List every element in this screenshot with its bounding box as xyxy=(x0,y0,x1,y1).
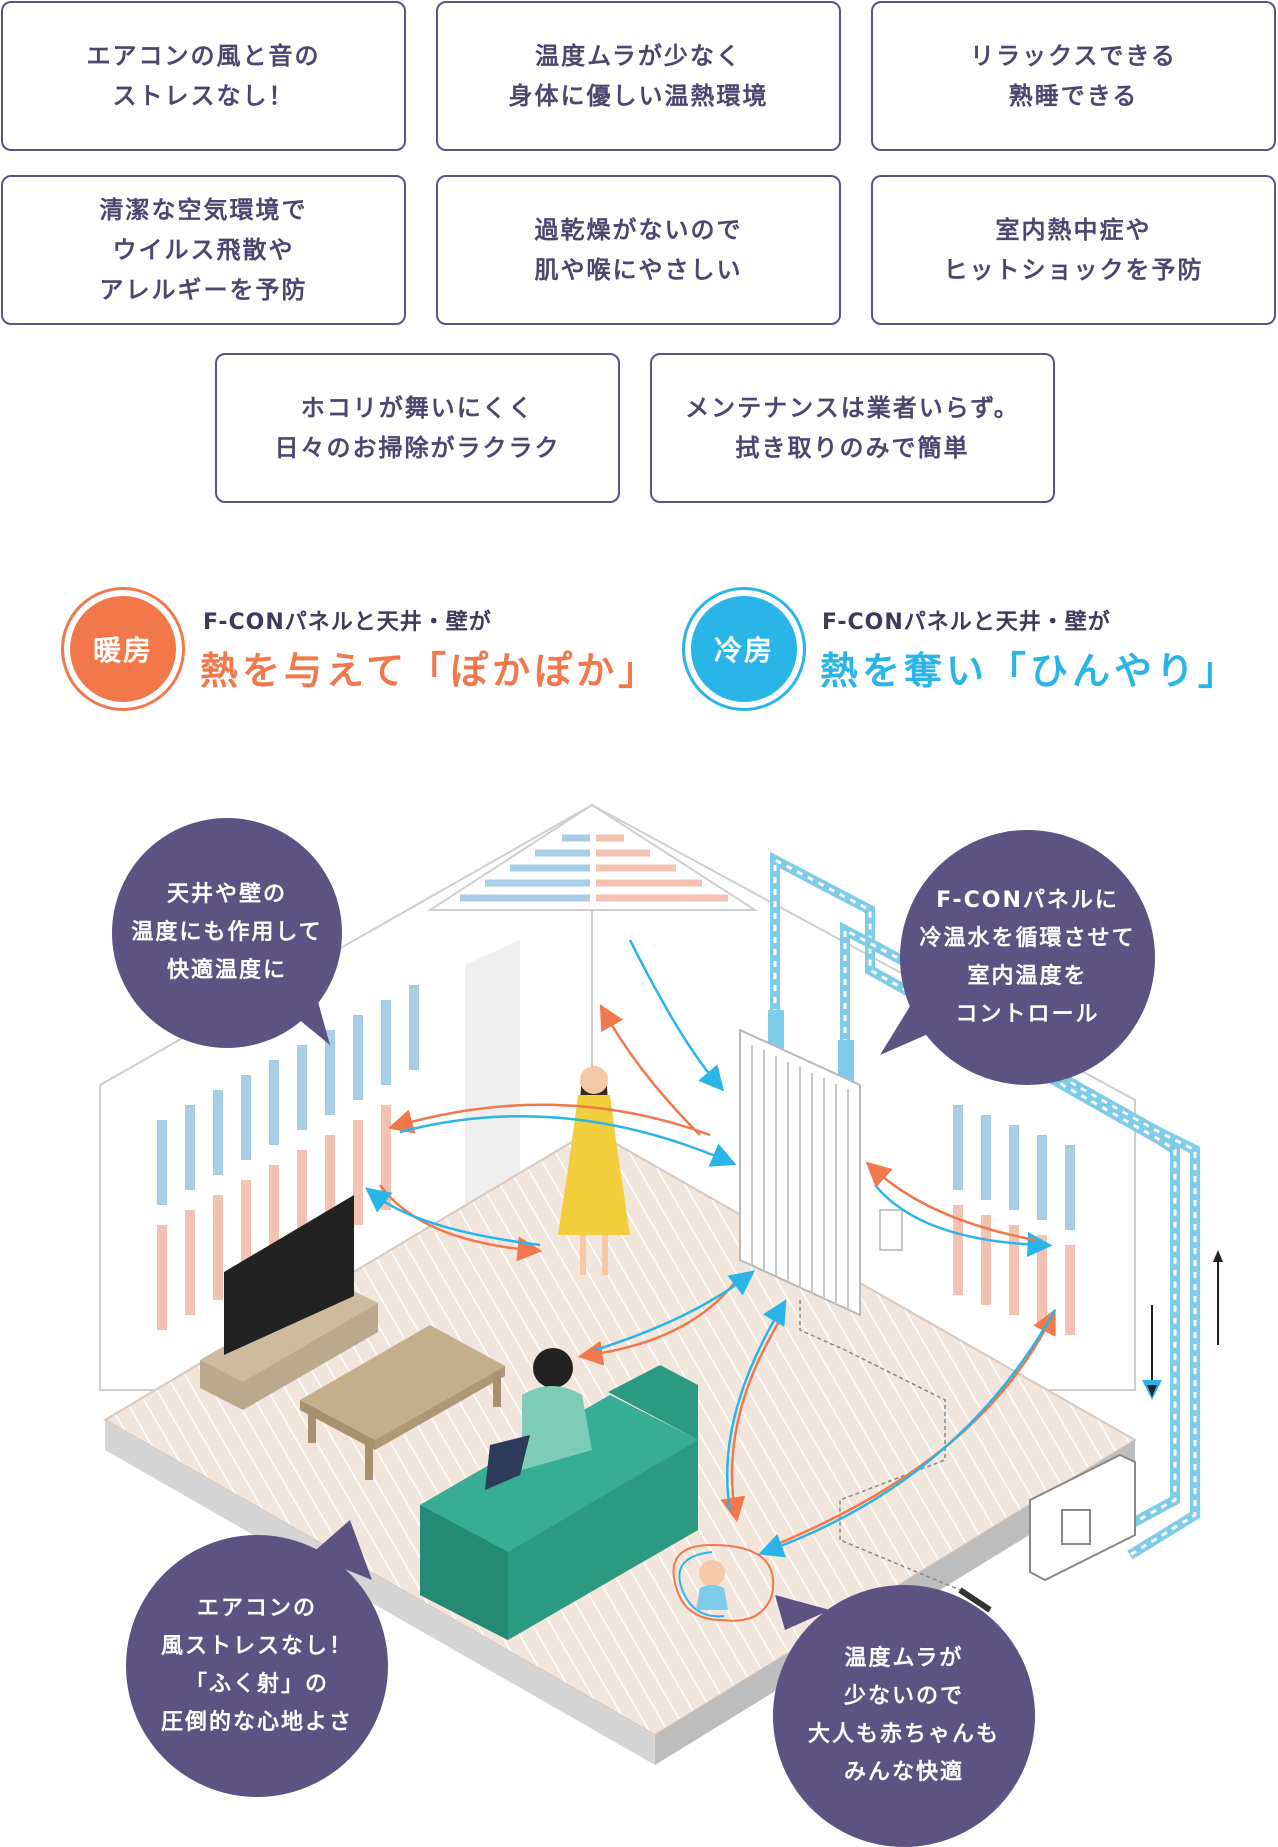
benefit-maintenance: メンテナンスは業者いらず。拭き取りのみで簡単 xyxy=(650,353,1055,503)
cooling-subtitle: F-CONパネルと天井・壁が xyxy=(822,610,1111,635)
cooling-title: 熱を奪い「ひんやり」 xyxy=(820,649,1241,693)
bubble-aircon-stress: エアコンの風ストレスなし！「ふく射」の圧倒的な心地よさ xyxy=(126,1535,388,1797)
woman-figure xyxy=(558,1066,630,1275)
heating-title: 熱を与えて「ぽかぽか」 xyxy=(200,649,661,693)
sofa xyxy=(420,1365,698,1640)
room-illustration xyxy=(99,803,1223,1765)
coffee-table xyxy=(300,1325,505,1480)
bubble-ceiling-walls: 天井や壁の温度にも作用して快適温度に xyxy=(112,818,342,1048)
baby-figure xyxy=(672,1543,775,1622)
tv-stand xyxy=(200,1195,378,1410)
fcon-panel xyxy=(739,1010,961,1591)
heating-subtitle: F-CONパネルと天井・壁が xyxy=(203,610,492,635)
benefit-sleep: リラックスできる熟睡できる xyxy=(871,1,1276,151)
man-figure xyxy=(485,1348,592,1490)
bubble-panel-control: F-CONパネルに冷温水を循環させて室内温度をコントロール xyxy=(900,830,1155,1085)
benefit-dust: ホコリが舞いにくく日々のお掃除がラクラク xyxy=(215,353,620,503)
benefit-heatstroke: 室内熱中症やヒットショックを予防 xyxy=(871,175,1276,325)
benefit-dryness: 過乾燥がないので肌や喉にやさしい xyxy=(436,175,841,325)
benefit-aircon-stress: エアコンの風と音のストレスなし！ xyxy=(1,1,406,151)
bubble-temperature-comfort: 温度ムラが少ないので大人も赤ちゃんもみんな快適 xyxy=(773,1585,1035,1847)
radiant-arrows xyxy=(365,939,1057,1558)
cooling-badge: 冷房 xyxy=(685,590,803,708)
benefit-clean-air: 清潔な空気環境でウイルス飛散やアレルギーを予防 xyxy=(1,175,406,325)
ceiling-panel xyxy=(426,803,759,911)
benefit-temperature: 温度ムラが少なく身体に優しい温熱環境 xyxy=(436,1,841,151)
heat-pump-unit xyxy=(958,1453,1136,1639)
heating-badge: 暖房 xyxy=(64,590,182,708)
